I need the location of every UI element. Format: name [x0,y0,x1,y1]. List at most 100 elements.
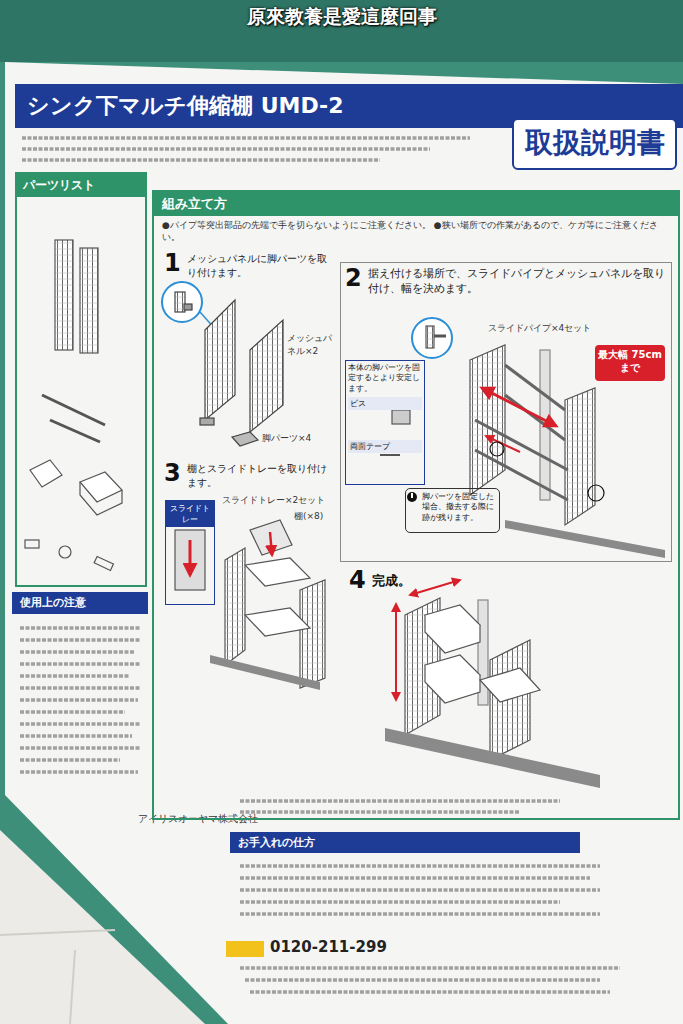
fine-print [20,650,135,654]
part-label: 脚パーツ×4 [262,432,334,445]
step2-illustration [505,395,565,440]
node-heading: スライドトレー [166,501,214,527]
step3-illustration [189,540,192,575]
node-text: 棚とスライドトレーを取り付けます。 [160,458,340,489]
step4-illustration [490,640,530,760]
fine-print [20,758,120,762]
part-label: メッシュパネル×2 [287,332,337,358]
step2-illustration [490,442,504,456]
fine-print [20,674,130,678]
step-box: 1メッシュパネルに脚パーツを取り付けます。 [160,248,335,453]
callout-tag: 最大幅 75cmまで [595,345,665,381]
fine-print [240,900,560,904]
node-heading: パーツリスト [17,174,145,197]
node-text: 完成。 [345,565,672,590]
node-heading: 組み立て方 [154,192,678,216]
step1-illustration [162,282,283,446]
step2-illustration [486,436,520,452]
parts-illustration [80,482,122,515]
step3-illustration [175,520,325,690]
step2-illustration [380,318,665,558]
step2-illustration [412,318,452,358]
instruction-sheet [5,62,683,1024]
step2-illustration [407,492,417,502]
fine-print [22,147,430,151]
step3-illustration [270,532,272,555]
step2-illustration [505,520,665,558]
step3-illustration [175,530,205,590]
parts-illustration [30,460,62,487]
part-label: 棚(×8) [294,510,338,523]
step2-illustration [380,454,400,456]
parts-illustration [80,472,122,502]
step4-illustration [425,665,480,703]
step2-illustration [588,485,604,501]
node-text: ●パイプ等突出部品の先端で手を切らないようにご注意ください。 ●狭い場所での作業… [154,216,678,246]
node-heading: 1 [164,251,181,275]
parts-illustration [80,248,98,353]
fine-print [20,662,140,666]
step-box: 4完成。 [345,565,672,795]
warning-box: 脚パーツを固定した場合、撤去する際に跡が残ります。 [405,488,500,533]
step2-illustration [482,388,556,426]
node-heading: 最大幅 75cmまで [595,345,665,377]
fine-print [250,990,610,994]
inset-box: 本体の脚パーツを固定するとより安定します。ビス両面テープ [345,360,425,485]
fine-print [20,734,132,738]
floor-tiles [70,950,75,1024]
fine-print [240,966,620,970]
step1-illustration [184,304,192,310]
fine-print [20,138,620,992]
step2-illustration [392,410,410,424]
node-heading: お手入れの仕方 [230,832,580,853]
assembly-panel: 組み立て方●パイプ等突出部品の先端で手を切らないようにご注意ください。 ●狭い場… [152,190,680,820]
step1-illustration [162,282,202,322]
step3-illustration [300,580,325,688]
fine-print [20,770,138,774]
fine-print [20,698,138,702]
step3-illustration [245,608,310,636]
step4-illustration [480,668,540,702]
fine-print [245,978,600,982]
step4-illustration [410,580,460,595]
node-text: ビス [348,397,422,410]
step1-illustration [205,300,235,420]
part-label: 0120-211-299 [270,938,420,956]
step2-illustration [426,326,434,348]
parts-illustration [50,420,100,442]
fine-print [240,888,600,892]
node-heading: 2 [345,266,362,290]
parts-illustration [94,556,113,570]
floor-tiles [0,930,115,935]
part-label: スライドパイプ×4セット [488,322,613,335]
step4-illustration [425,615,480,653]
fine-print [240,876,590,880]
watermark: 原來教養是愛這麼回事 [0,4,683,30]
node-heading: 4 [349,568,366,592]
fine-print [20,746,140,750]
fine-print [22,158,380,162]
fine-print [20,722,140,726]
step3-illustration [225,548,245,665]
node-heading: 3 [164,461,181,485]
node-text: 据え付ける場所で、スライドパイプとメッシュパネルを取り付け、幅を決めます。 [341,263,671,297]
inset-box: スライドトレー [165,500,215,605]
instruction-sheet [5,62,683,1024]
step3-illustration [245,558,310,586]
parts-illustration [25,540,39,548]
step4-illustration [385,728,600,788]
fine-print [22,136,470,140]
step4-illustration [395,604,397,700]
node-heading: 本体の脚パーツを固定するとより安定します。 [348,363,422,394]
step3-illustration [210,655,320,690]
phone-icon [226,941,264,957]
fine-print [20,686,140,690]
step1-illustration [200,418,214,425]
step3-illustration [250,520,292,555]
step-box: 3棚とスライドトレーを取り付けます。スライドトレー [160,458,340,693]
node-heading: 使用上の注意 [12,592,148,613]
fine-print [240,810,520,814]
